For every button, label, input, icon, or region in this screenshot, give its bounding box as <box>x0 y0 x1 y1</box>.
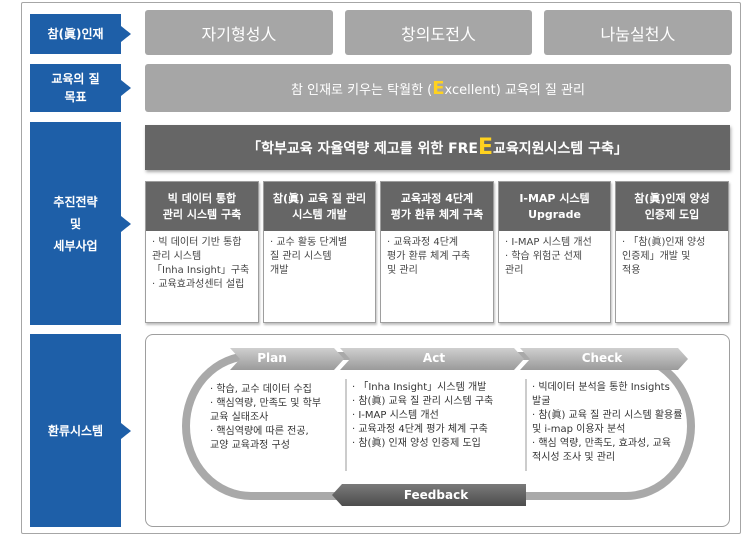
row-label-talent: 참(眞)인재 <box>30 14 131 54</box>
strategy-card-bigdata: 빅 데이터 통합 관리 시스템 구축 · 빅 데이터 기반 통합 관리 시스템 … <box>145 181 259 323</box>
card-body: · I-MAP 시스템 개선 · 학습 위험군 선제 관리 <box>505 237 592 276</box>
talent-value: 창의도전人 <box>401 24 476 44</box>
row-label-goal: 교육의 질 목표 <box>30 64 131 112</box>
talent-value: 나눔실천人 <box>600 24 676 44</box>
plan-items: · 학습, 교수 데이터 수집 · 핵심역량, 만족도 및 학부 교육 실태조사… <box>210 384 322 451</box>
stage-check-label: Check <box>581 351 623 365</box>
act-items: · 「Inha Insight」시스템 개발 · 참(眞) 교육 질 관리 시스… <box>352 382 494 449</box>
diagram-frame <box>21 2 741 534</box>
strategy-card-imap: I-MAP 시스템 Upgrade · I-MAP 시스템 개선 · 학습 위험… <box>498 181 611 323</box>
goal-text: 참 인재로 키우는 탁월한 (Excellent) 교육의 질 관리 <box>291 77 585 99</box>
card-body: · 교수 활동 단계별 질 관리 시스템 개발 <box>270 237 348 276</box>
feedback-arrow <box>332 484 526 506</box>
strategy-card-curriculum: 교육과정 4단계 평가 환류 체계 구축 · 교육과정 4단계 평가 환류 체계… <box>380 181 494 323</box>
talent-box-3: 나눔실천人 <box>544 10 732 55</box>
talent-box-2: 창의도전人 <box>345 10 532 55</box>
stage-plan-label: Plan <box>257 351 287 365</box>
card-title: 참(眞)인재 양성 인증제 도입 <box>616 182 728 231</box>
card-body: · 교육과정 4단계 평가 환류 체계 구축 및 관리 <box>387 237 471 276</box>
card-title: 빅 데이터 통합 관리 시스템 구축 <box>146 182 258 231</box>
row-label-feedback: 환류시스템 <box>30 334 131 527</box>
act-arrow <box>340 348 524 370</box>
talent-value: 자기형성人 <box>201 24 277 44</box>
strategy-card-certification: 참(眞)인재 양성 인증제 도입 · 「참(眞)인재 양성 인증제」개발 및 적… <box>615 181 729 323</box>
goal-box: 참 인재로 키우는 탁월한 (Excellent) 교육의 질 관리 <box>145 64 731 112</box>
row-label-strategy: 추진전략 및 세부사업 <box>30 122 131 325</box>
card-title: 참(眞) 교육 질 관리 시스템 개발 <box>264 182 375 231</box>
card-title: I-MAP 시스템 Upgrade <box>499 182 610 231</box>
card-body: · 「참(眞)인재 양성 인증제」개발 및 적용 <box>622 237 706 276</box>
check-arrow <box>520 348 688 370</box>
feedback-loop-panel: Plan Act Check Feedback · 학습, 교수 데이터 수집 … <box>145 334 730 527</box>
card-body: · 빅 데이터 기반 통합 관리 시스템 「Inha Insight」구축 · … <box>152 237 250 290</box>
stage-act-label: Act <box>422 351 446 365</box>
plan-arrow <box>230 348 344 370</box>
card-title: 교육과정 4단계 평가 환류 체계 구축 <box>381 182 493 231</box>
cycle-graphic <box>182 348 695 506</box>
stage-feedback-label: Feedback <box>403 488 469 502</box>
talent-box-1: 자기형성人 <box>145 10 333 55</box>
check-items: · 빅데이터 분석을 통한 Insights 발굴 · 참(眞) 교육 질 관리… <box>532 382 683 463</box>
cycle-loop-ring <box>182 352 695 500</box>
strategy-card-quality: 참(眞) 교육 질 관리 시스템 개발 · 교수 활동 단계별 질 관리 시스템… <box>263 181 376 323</box>
